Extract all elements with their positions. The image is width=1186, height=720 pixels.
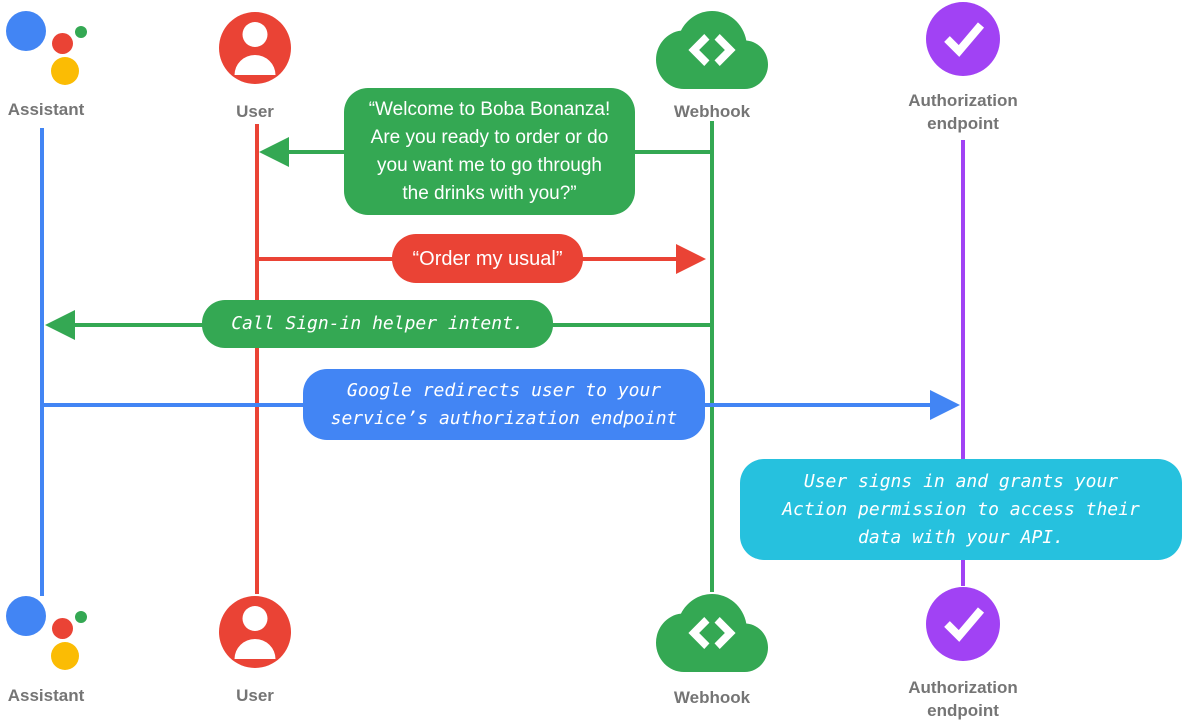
assistant-yellow-dot	[51, 642, 79, 670]
assistant-red-dot	[52, 33, 73, 54]
lifeline-webhook	[710, 121, 714, 592]
person-icon	[219, 12, 291, 84]
person-icon	[219, 596, 291, 668]
bubble-google-redirects: Google redirects user to your service’s …	[303, 369, 705, 440]
check-circle-icon	[926, 2, 1000, 76]
actor-label-webhook: Webhook	[673, 102, 751, 121]
actor-label-assistant: Assistant	[7, 100, 85, 119]
google-assistant-icon	[0, 585, 92, 677]
arrowhead-left-icon	[259, 137, 289, 167]
actor-label-assistant: Assistant	[7, 686, 85, 705]
assistant-yellow-dot	[51, 57, 79, 85]
cloud-code-icon	[656, 10, 768, 90]
lifeline-user	[255, 124, 259, 594]
assistant-blue-dot	[6, 11, 46, 51]
cloud-code-icon	[656, 593, 768, 673]
lifeline-assistant	[40, 128, 44, 596]
actor-label-user: User	[236, 686, 274, 705]
check-circle-icon	[926, 587, 1000, 661]
actor-label-authorization-endpoint: Authorization endpoint	[908, 678, 1018, 720]
bubble-welcome-message: “Welcome to Boba Bonanza! Are you ready …	[344, 88, 635, 215]
google-assistant-icon	[0, 0, 92, 92]
actor-label-authorization-endpoint: Authorization endpoint	[908, 91, 1018, 133]
arrowhead-right-icon	[676, 244, 706, 274]
arrowhead-right-icon	[930, 390, 960, 420]
assistant-blue-dot	[6, 596, 46, 636]
lifeline-authorization-endpoint	[961, 140, 965, 586]
arrowhead-left-icon	[45, 310, 75, 340]
assistant-red-dot	[52, 618, 73, 639]
bubble-call-sign-in-helper: Call Sign-in helper intent.	[202, 300, 553, 348]
actor-label-user: User	[236, 102, 274, 121]
bubble-user-signs-in-note: User signs in and grants your Action per…	[740, 459, 1182, 560]
assistant-green-dot	[75, 611, 87, 623]
actor-label-webhook: Webhook	[673, 688, 751, 707]
bubble-order-my-usual: “Order my usual”	[392, 234, 583, 283]
assistant-green-dot	[75, 26, 87, 38]
